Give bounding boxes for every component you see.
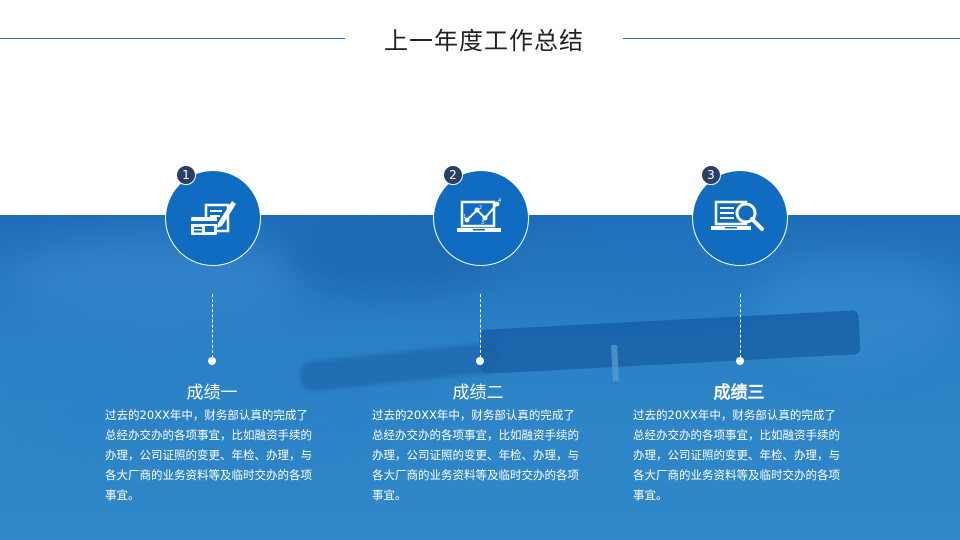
step-2-icon-circle: 1 2 3 4 (433, 170, 529, 266)
step-3-connector-dot (736, 357, 744, 365)
step-1-heading: 成绩一 (186, 383, 238, 403)
step-3-connector-line (740, 294, 741, 358)
step-1-number-badge: 1 (176, 165, 196, 185)
step-3-description: 过去的20XX年中，财务部认真的完成了总经办交办的各项事宜，比如融资手续的办理，… (633, 408, 840, 502)
svg-text:4: 4 (498, 198, 501, 204)
step-1-icon-circle (165, 170, 261, 266)
laptop-magnifier-icon (711, 200, 764, 231)
step-2-description: 过去的20XX年中，财务部认真的完成了总经办交办的各项事宜，比如融资手续的办理，… (372, 408, 579, 502)
page-title: 上一年度工作总结 (384, 27, 584, 55)
step-3-icon-circle (692, 170, 788, 266)
document-card-pen-icon (191, 201, 236, 235)
step-2-heading: 成绩二 (452, 383, 504, 403)
step-2-connector-line (480, 294, 481, 358)
laptop-line-chart-icon: 1 2 3 4 (457, 198, 501, 232)
step-3-number-badge: 3 (701, 165, 721, 185)
svg-text:3: 3 (481, 220, 484, 226)
title-divider-right (623, 38, 960, 39)
step-1-connector-line (212, 294, 213, 358)
svg-text:2: 2 (479, 205, 482, 211)
svg-text:1: 1 (463, 214, 466, 220)
step-2-connector-dot (476, 357, 484, 365)
step-3-heading: 成绩三 (713, 383, 765, 403)
step-2-number-badge: 2 (443, 165, 463, 185)
step-1-connector-dot (208, 357, 216, 365)
step-1-description: 过去的20XX年中，财务部认真的完成了总经办交办的各项事宜，比如融资手续的办理，… (105, 408, 312, 502)
title-divider-left (0, 38, 345, 39)
